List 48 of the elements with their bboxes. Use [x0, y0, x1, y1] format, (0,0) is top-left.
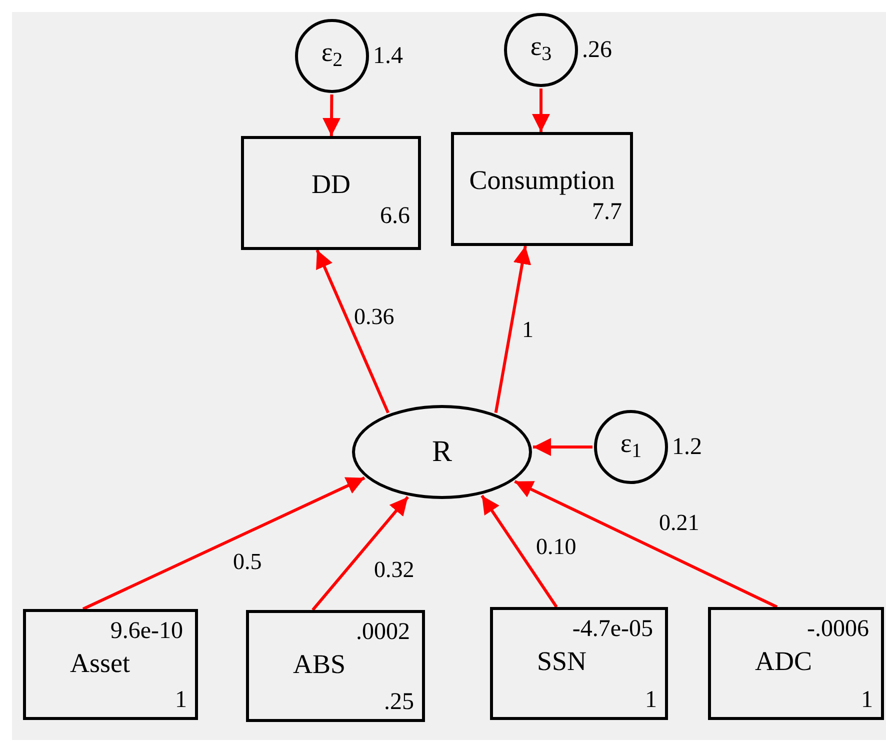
parameter-value: -.0006 — [807, 615, 870, 644]
arrow — [322, 94, 341, 136]
variable-name: ABS — [293, 648, 346, 681]
variable-name: ADC — [755, 645, 812, 678]
variable-name: DD — [312, 168, 350, 201]
arrow — [316, 249, 390, 414]
arrow — [312, 496, 409, 611]
variance-value: .26 — [582, 36, 612, 65]
arrow — [82, 476, 366, 610]
observed-variable-box — [451, 132, 633, 246]
variable-name: R — [432, 434, 452, 470]
variable-name: SSN — [537, 645, 587, 678]
observed-variable-box — [708, 607, 884, 720]
parameter-value: 6.6 — [380, 202, 410, 231]
parameter-value: -4.7e-05 — [572, 615, 654, 644]
error-term-circle — [504, 13, 578, 87]
latent-variable-ellipse — [352, 405, 532, 499]
edge-label: 0.36 — [354, 303, 394, 331]
parameter-value: 7.7 — [592, 198, 622, 227]
parameter-value: .0002 — [356, 618, 411, 647]
observed-variable-box — [246, 610, 425, 722]
arrow — [532, 88, 550, 132]
parameter-value: 1 — [175, 686, 187, 715]
parameter-value: 1 — [861, 686, 873, 715]
parameter-value: 9.6e-10 — [110, 617, 184, 646]
observed-variable-box — [23, 609, 198, 720]
variance-value: 1.4 — [373, 42, 403, 71]
edge-label: 0.21 — [659, 509, 700, 537]
variance-value: 1.2 — [672, 433, 702, 462]
observed-variable-box — [490, 607, 668, 720]
arrow — [480, 494, 558, 608]
error-term-circle — [594, 410, 668, 484]
parameter-value: 1 — [645, 686, 657, 715]
error-label: ε$_{2}$ — [321, 36, 343, 68]
arrow — [494, 246, 532, 414]
observed-variable-box — [241, 136, 421, 250]
arrow — [514, 480, 778, 608]
error-label: ε$_{1}$ — [620, 427, 642, 459]
error-term-circle — [295, 19, 369, 93]
variable-name: Consumption — [469, 164, 615, 197]
edge-label: 0.32 — [374, 556, 414, 584]
parameter-value: .25 — [384, 688, 414, 717]
edge-label: 1 — [522, 316, 534, 344]
edge-label: 0.5 — [233, 548, 262, 576]
arrow — [533, 438, 592, 456]
error-label: ε$_{3}$ — [530, 30, 552, 62]
variable-name: Asset — [70, 647, 130, 680]
edge-label: 0.10 — [536, 533, 576, 561]
